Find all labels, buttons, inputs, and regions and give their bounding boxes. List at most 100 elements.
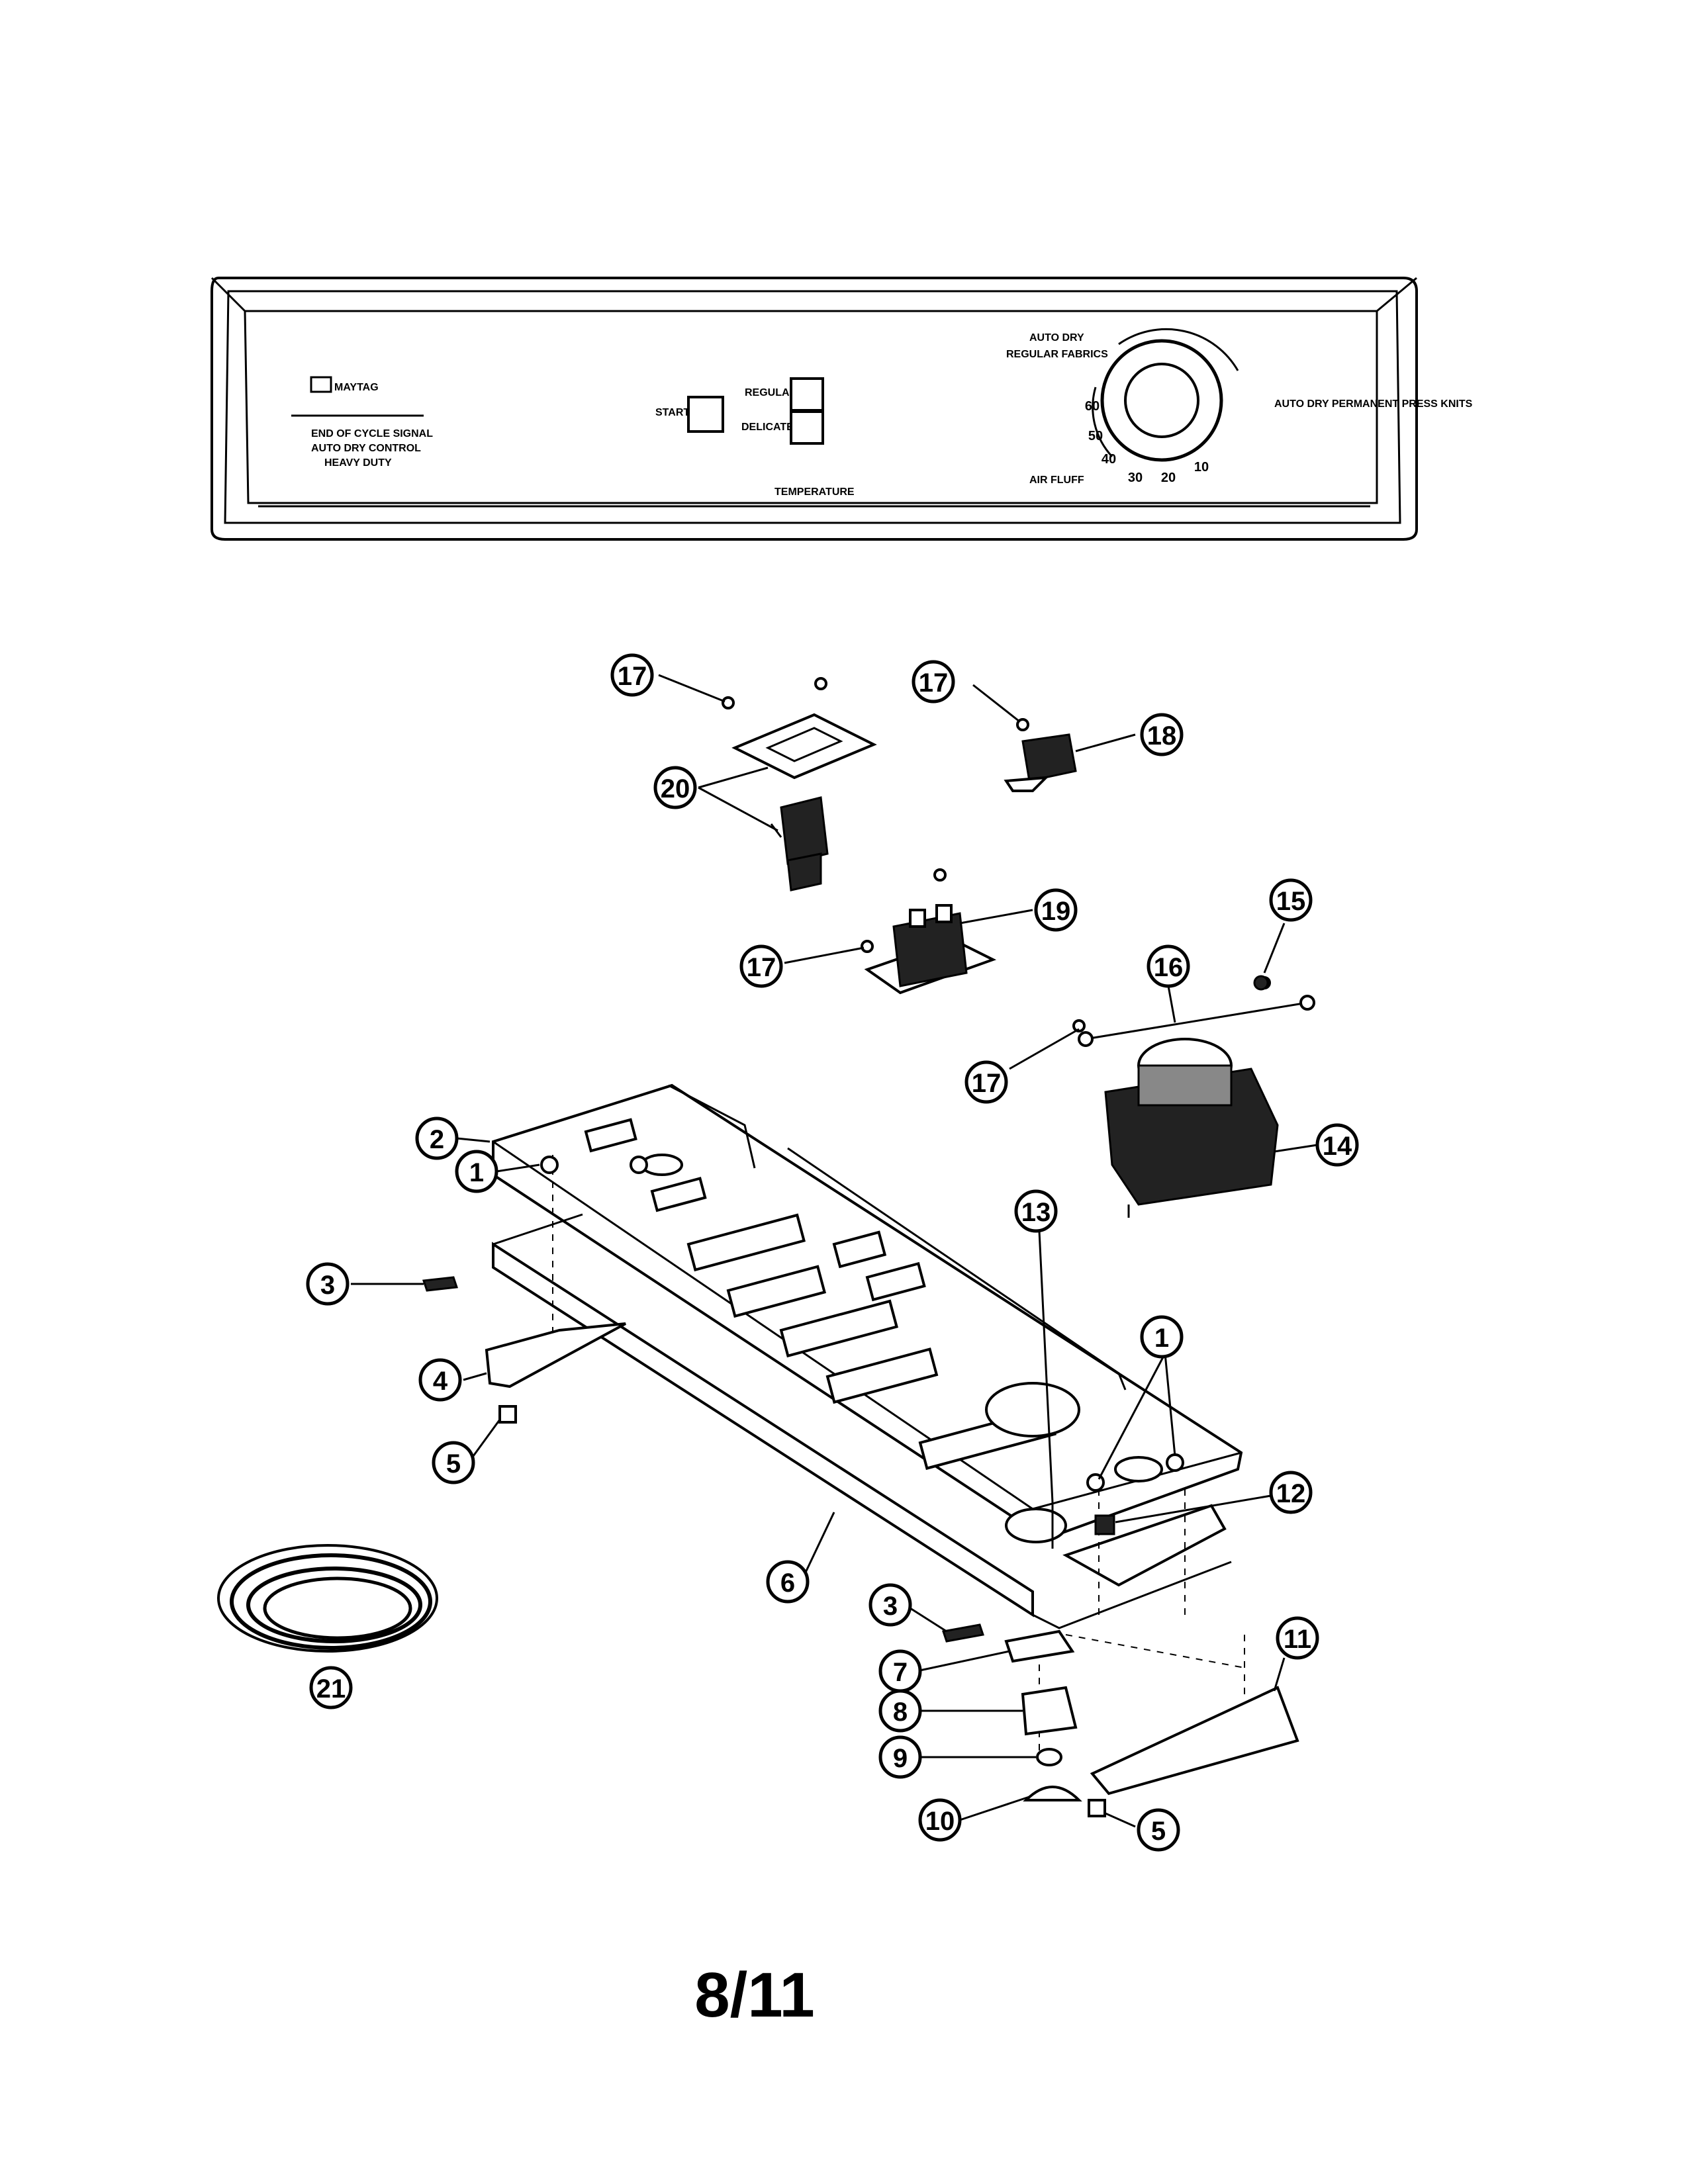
- callout-18: 18: [1140, 713, 1184, 756]
- regular-button[interactable]: [790, 377, 824, 412]
- callout-8: 8: [878, 1689, 922, 1733]
- svg-text:6: 6: [780, 1569, 795, 1598]
- svg-text:5: 5: [1151, 1817, 1166, 1846]
- callout-16: 16: [1147, 944, 1190, 988]
- part-9-washer: [1036, 1748, 1062, 1766]
- callout-21: 21: [309, 1666, 353, 1709]
- svg-text:9: 9: [893, 1744, 908, 1773]
- part-19-switch: [864, 904, 997, 995]
- svg-text:17: 17: [919, 668, 949, 698]
- svg-text:10: 10: [925, 1807, 955, 1836]
- callout-6: 6: [766, 1560, 810, 1604]
- chassis-cutouts: [584, 1118, 1163, 1543]
- svg-text:2: 2: [430, 1125, 444, 1154]
- svg-text:1: 1: [469, 1158, 484, 1187]
- svg-text:8: 8: [893, 1698, 908, 1727]
- part-3-screw-left: [422, 1276, 459, 1292]
- callout-14: 14: [1315, 1123, 1359, 1167]
- page-number: 8/11: [694, 1960, 815, 2030]
- svg-text:5: 5: [446, 1449, 461, 1479]
- callout-2: 2: [415, 1116, 459, 1160]
- dial-number-40: 40: [1102, 452, 1116, 467]
- callout-19: 19: [1034, 888, 1078, 932]
- leader-lines: [351, 674, 1318, 1828]
- brand-label: MAYTAG: [334, 382, 379, 393]
- part-3-screw-right: [942, 1623, 984, 1643]
- part-15-screw: [1253, 975, 1269, 991]
- part-14-timer: [1104, 1038, 1279, 1218]
- part-4-bracket: [485, 1322, 626, 1388]
- svg-text:19: 19: [1041, 897, 1071, 926]
- callout-17-top-left: 17: [610, 653, 654, 697]
- cycle-note-2: AUTO DRY CONTROL: [311, 443, 421, 454]
- regular-label: REGULAR: [745, 387, 798, 398]
- dial-number-50: 50: [1088, 429, 1103, 443]
- start-label: START: [655, 407, 690, 418]
- svg-text:3: 3: [320, 1271, 335, 1300]
- callout-15: 15: [1269, 878, 1313, 922]
- part-11-bracket: [1090, 1686, 1299, 1796]
- callout-3-left: 3: [306, 1262, 350, 1306]
- control-chassis: [492, 1083, 1245, 1754]
- svg-text:14: 14: [1323, 1132, 1352, 1161]
- callout-10: 10: [918, 1798, 962, 1842]
- dial-number-30: 30: [1128, 471, 1143, 485]
- callout-5-right: 5: [1137, 1808, 1180, 1852]
- svg-text:18: 18: [1147, 721, 1177, 751]
- callout-17-switch: 17: [739, 944, 783, 988]
- svg-text:12: 12: [1276, 1479, 1306, 1508]
- auto-dry-label: AUTO DRY: [1029, 332, 1084, 343]
- cycle-note-1: END OF CYCLE SIGNAL: [311, 428, 433, 439]
- regular-fabrics-label: REGULAR FABRICS: [1006, 349, 1108, 360]
- permanent-press-label: AUTO DRY PERMANENT PRESS KNITS: [1274, 398, 1473, 410]
- svg-text:7: 7: [893, 1658, 908, 1687]
- callout-17-top-right: 17: [912, 660, 955, 704]
- callout-13: 13: [1014, 1189, 1058, 1233]
- part-16-strap: [1078, 995, 1315, 1047]
- part-8-knob: [1021, 1686, 1078, 1736]
- svg-text:11: 11: [1284, 1625, 1311, 1654]
- delicate-label: DELICATE: [741, 422, 794, 433]
- svg-text:17: 17: [972, 1069, 1002, 1098]
- part-12-clip: [1094, 1514, 1115, 1535]
- part-21-wire-harness: [217, 1544, 438, 1653]
- part-10-cap: [1023, 1786, 1082, 1801]
- callout-7: 7: [878, 1649, 922, 1693]
- svg-text:21: 21: [316, 1674, 346, 1704]
- svg-text:3: 3: [883, 1592, 898, 1621]
- svg-text:13: 13: [1021, 1198, 1051, 1227]
- temperature-label: TEMPERATURE: [774, 486, 855, 498]
- start-button[interactable]: [687, 396, 724, 433]
- maytag-logo-mark: [310, 376, 332, 393]
- svg-text:1: 1: [1154, 1324, 1169, 1353]
- callout-5-left: 5: [432, 1441, 475, 1484]
- dial-number-10: 10: [1194, 460, 1209, 475]
- part-7-bushing: [1004, 1629, 1075, 1663]
- callout-17-timer: 17: [964, 1060, 1008, 1104]
- part-20-switch: [731, 713, 877, 891]
- callout-3-right: 3: [868, 1583, 912, 1627]
- air-fluff-label: AIR FLUFF: [1029, 475, 1084, 486]
- part-1-nut-left: [540, 1156, 559, 1174]
- callout-1-lower: 1: [1140, 1315, 1184, 1359]
- callout-11: 11: [1276, 1616, 1319, 1660]
- dial-number-60: 60: [1085, 399, 1100, 414]
- callout-1-upper: 1: [455, 1150, 498, 1193]
- part-1-nut-right: [630, 1156, 648, 1174]
- control-panel: MAYTAG END OF CYCLE SIGNAL AUTO DRY CONT…: [211, 277, 1473, 541]
- timer-dial[interactable]: [1092, 328, 1239, 462]
- svg-text:15: 15: [1276, 887, 1306, 916]
- svg-text:16: 16: [1154, 953, 1184, 982]
- callout-4: 4: [418, 1358, 462, 1402]
- delicate-button[interactable]: [790, 410, 824, 445]
- svg-text:4: 4: [433, 1367, 448, 1396]
- callout-12: 12: [1269, 1471, 1313, 1514]
- svg-text:20: 20: [661, 774, 690, 803]
- part-5-clip-left: [498, 1405, 517, 1424]
- svg-text:17: 17: [618, 662, 647, 691]
- callout-9: 9: [878, 1735, 922, 1779]
- part-1-nut-lower-right: [1166, 1453, 1184, 1472]
- svg-text:17: 17: [747, 953, 776, 982]
- part-5-clip-right: [1088, 1799, 1106, 1817]
